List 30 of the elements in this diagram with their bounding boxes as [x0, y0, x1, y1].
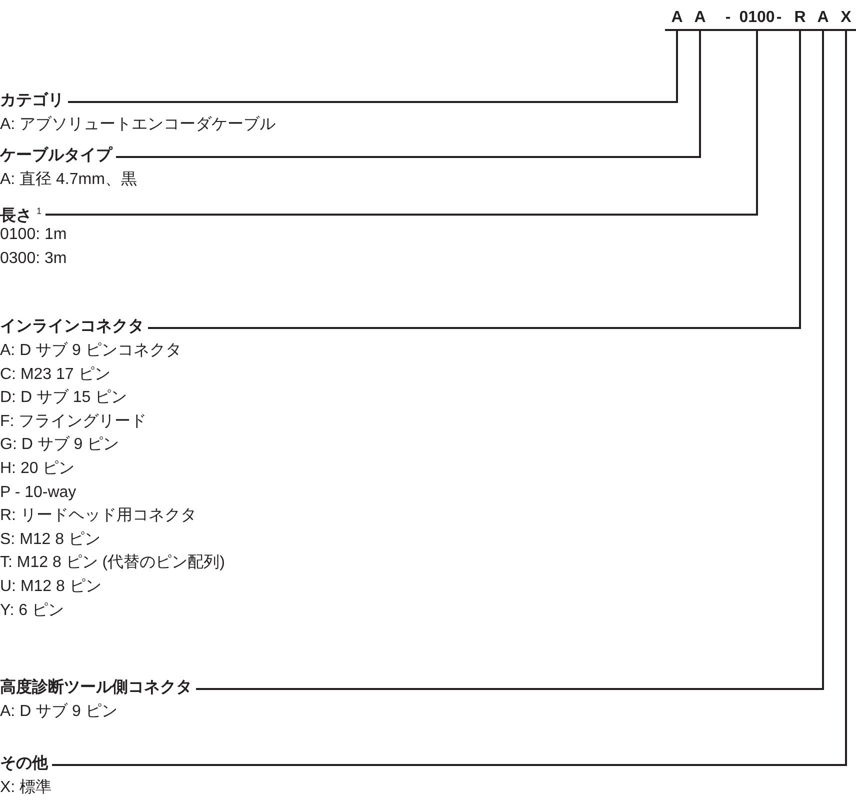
option-text: A: アブソリュートエンコーダケーブル [0, 115, 276, 135]
category-heading: インラインコネクタ [0, 317, 144, 337]
option-text: G: D サブ 9 ピン [0, 435, 120, 456]
leader-line [196, 29, 824, 690]
option-text: 0100: 1m [0, 225, 67, 245]
option-text: F: フライングリード [0, 412, 147, 432]
option-text: A: D サブ 9 ピンコネクタ [0, 341, 182, 361]
option-text: T: M12 8 ピン (代替のピン配列) [0, 553, 225, 574]
category-heading: カテゴリ [0, 91, 64, 111]
option-text: U: M12 8 ピン [0, 577, 102, 597]
option-text: Y: 6 ピン [0, 600, 64, 621]
option-text: S: M12 8 ピン [0, 530, 100, 550]
option-text: R: リードヘッド用コネクタ [0, 506, 196, 526]
category-heading: その他 [0, 754, 48, 774]
option-text: 0300: 3m [0, 248, 67, 269]
option-text: D: D サブ 15 ピン [0, 388, 128, 408]
leader-line [148, 29, 801, 329]
leader-line [116, 29, 701, 158]
option-text: X: 標準 [0, 778, 52, 798]
option-text: C: M23 17 ピン [0, 364, 110, 385]
leader-line [52, 29, 847, 766]
option-text: H: 20 ピン [0, 459, 75, 479]
category-heading: 長さ $^{1}$ [0, 201, 42, 226]
option-text: A: D サブ 9 ピン [0, 702, 118, 722]
option-text: P - 10-way [0, 482, 76, 503]
leader-line [68, 29, 678, 103]
category-heading: 高度診断ツール側コネクタ [0, 678, 192, 698]
leader-line [45, 29, 758, 216]
option-text: A: 直径 4.7mm、黒 [0, 170, 137, 190]
category-heading: ケーブルタイプ [0, 146, 112, 166]
